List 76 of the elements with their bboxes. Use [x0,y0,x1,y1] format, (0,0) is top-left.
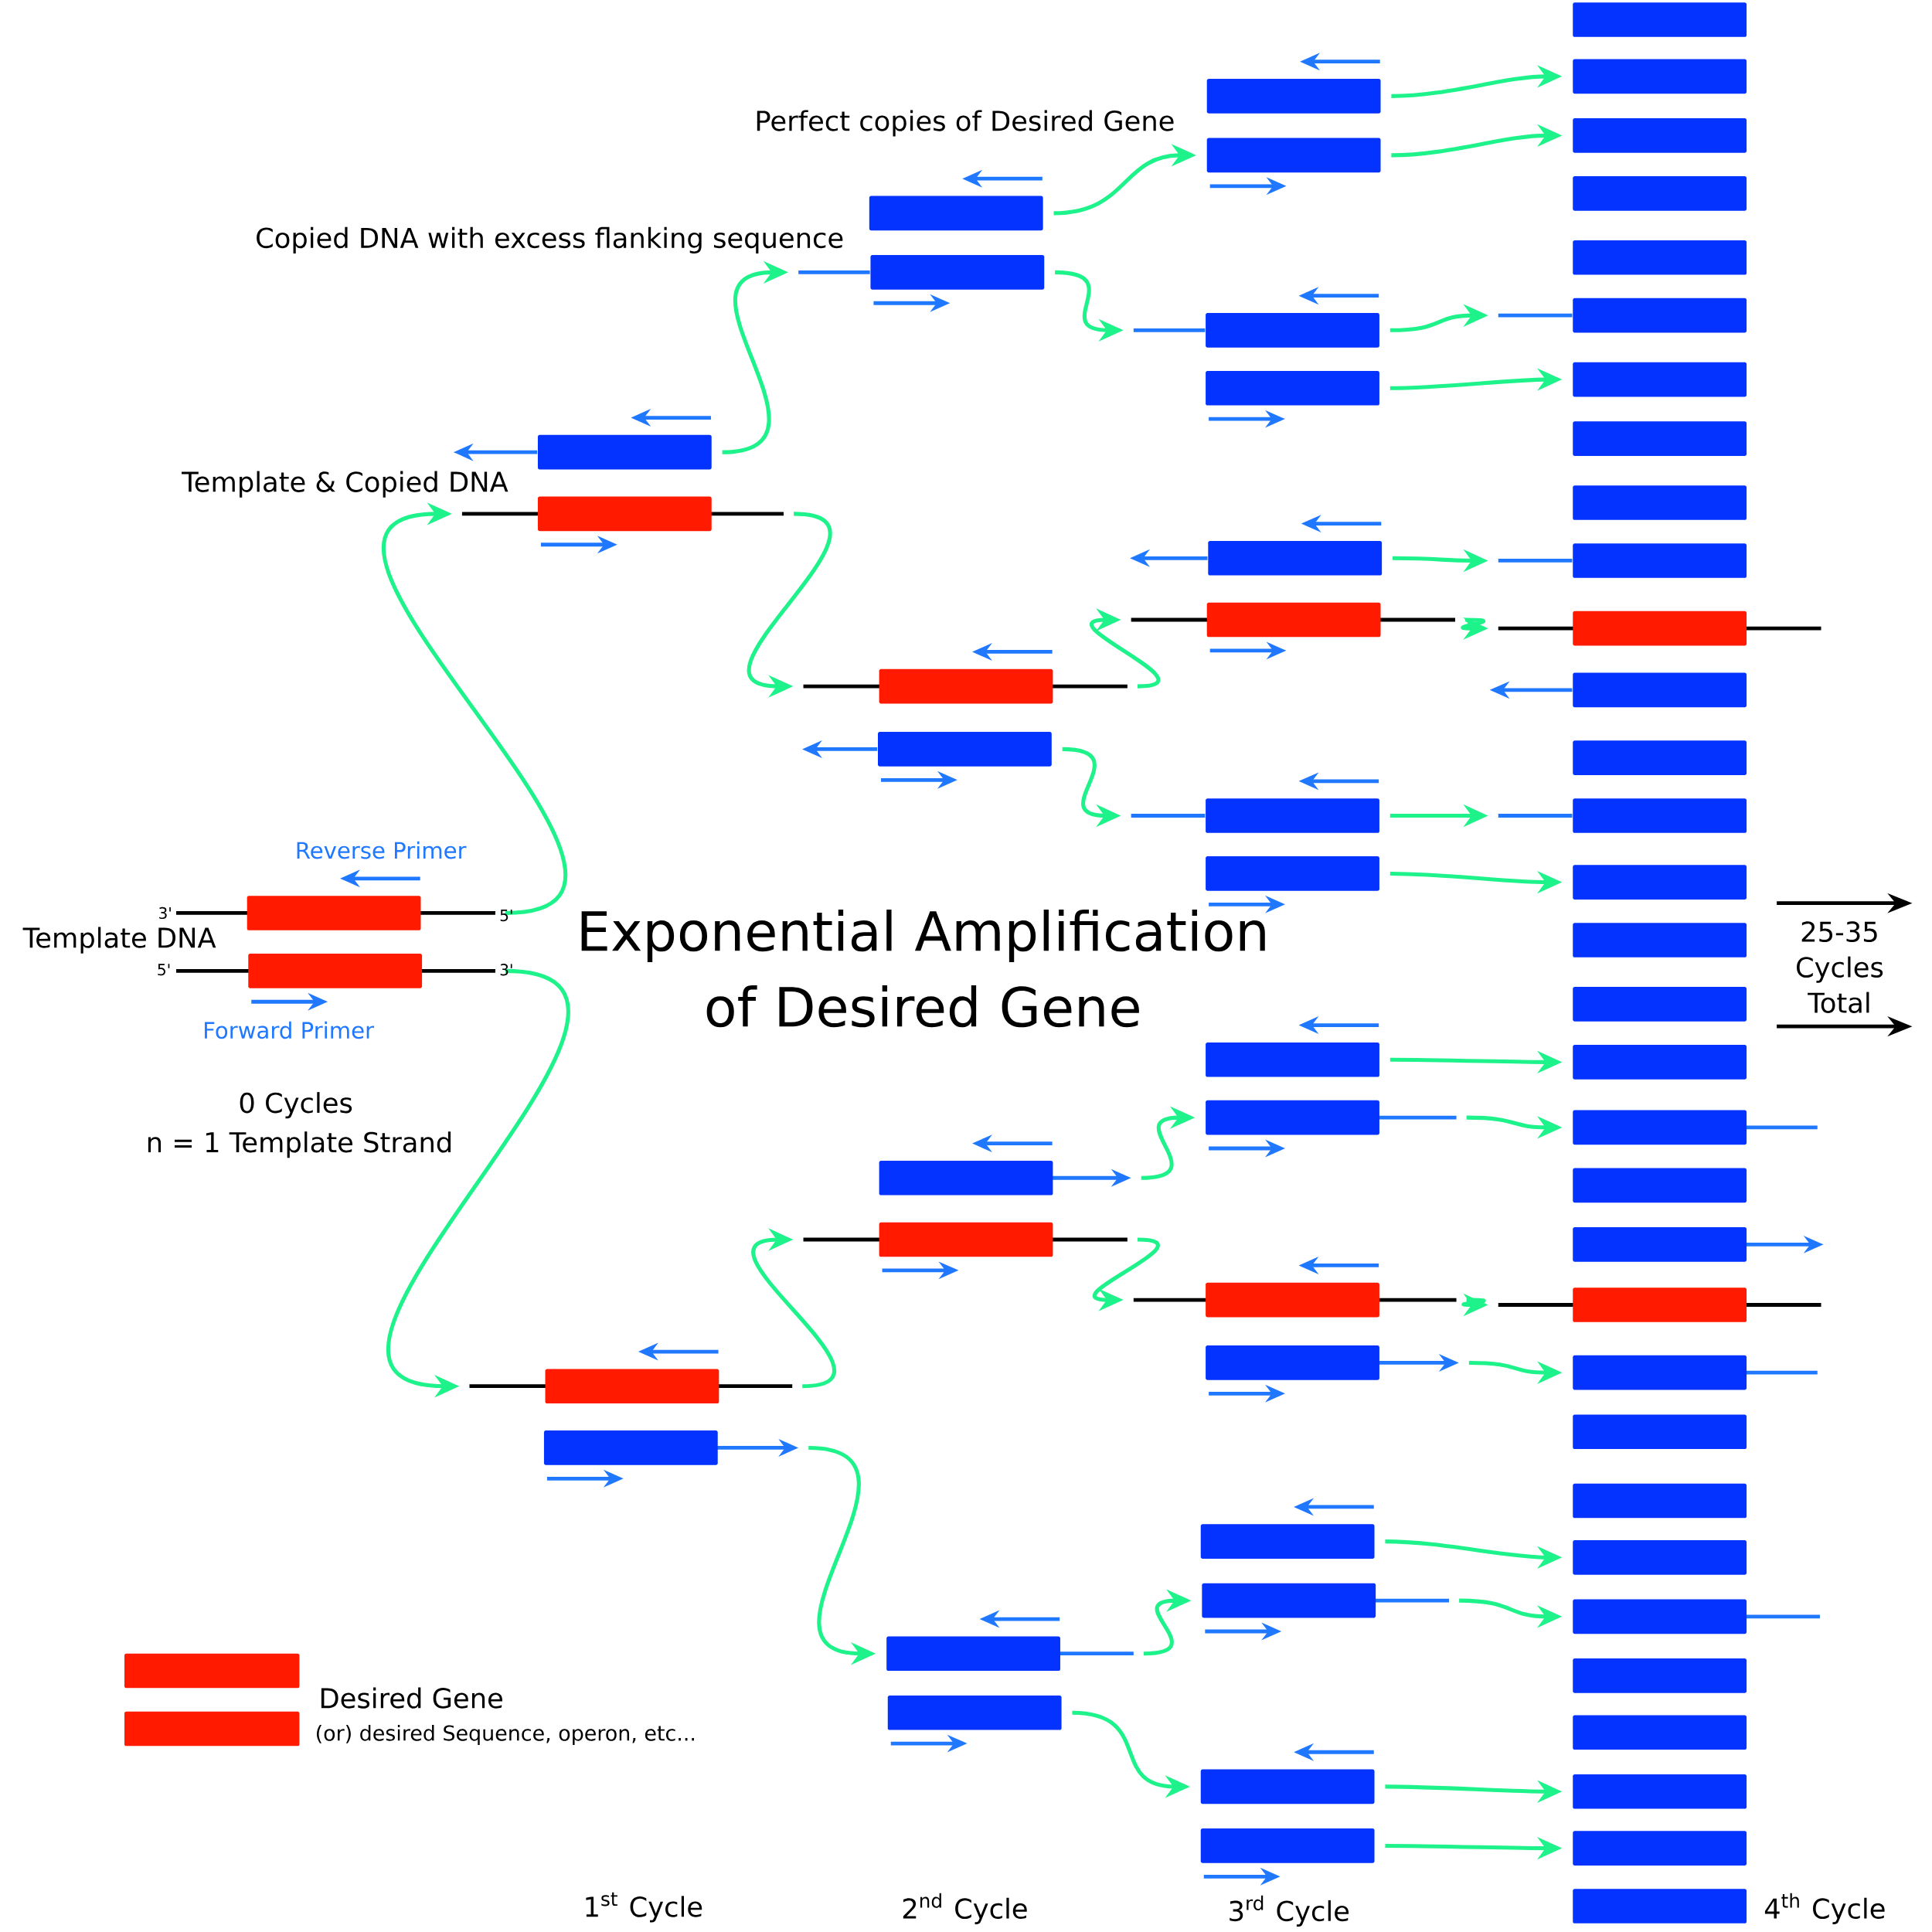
primer-label: Forward Primer [205,1021,374,1039]
dna-strand [1573,1168,1747,1203]
legend-label: (or) desired Sequence, operon, etc... [316,1724,695,1745]
dna-strand [1133,1282,1457,1318]
dna-strand [1200,1769,1375,1804]
label: Copied DNA with excess flanking sequence [257,226,843,254]
dna-strand [1498,798,1747,833]
legend-label: Desired Gene [321,1687,502,1709]
primer-label: Reverse Primer [297,841,467,859]
dna-strand [1573,1599,1820,1634]
dna-strand [1202,1583,1449,1618]
dna-strand [886,1636,1134,1671]
label: Template DNA [22,927,216,954]
dna-strand [887,1695,1062,1730]
arrow [1090,608,1160,689]
dna-strand [1573,1540,1747,1575]
label: 4$^{th}$ Cycle [1764,1893,1885,1924]
end-label: 5' [500,910,512,922]
dna-strand [1206,1042,1379,1077]
dna-strand [1498,611,1821,646]
dna-strand [469,1369,793,1404]
dna-strand [1573,1715,1747,1750]
end-label: 3' [500,964,512,976]
dna-strand [1573,176,1747,211]
arrow [751,1228,836,1389]
label: n = 1 Template Strand [148,1131,451,1158]
dna-strand [1131,602,1455,638]
dna-strand [1573,1483,1747,1519]
label: 2$^{nd}$ Cycle [903,1893,1027,1924]
dna-strand [803,668,1128,704]
label: 0 Cycles [240,1092,352,1119]
dna-strand [1206,856,1379,891]
dna-strand [1200,1524,1375,1559]
dna-strand [1498,1287,1821,1322]
dna-strand [1206,1100,1457,1135]
dna-strand [1498,543,1747,578]
dna-strand [176,954,495,988]
label: 25-35 Cycles Total [1797,921,1883,1013]
dna-strand [1573,2,1747,37]
dna-strand [1573,987,1747,1022]
dna-strand [1573,740,1747,775]
dna-strand [1573,1414,1747,1449]
dna-strand [1573,923,1747,957]
label: Perfect copies of Desired Gene [757,110,1174,137]
dna-strand [1206,370,1379,406]
dna-strand [1206,79,1381,114]
arrow [382,502,567,915]
dna-strand [1573,421,1747,456]
dna-strand [1573,1889,1747,1923]
dna-strand [1573,865,1747,900]
dna-strand [798,255,1045,290]
dna-strand [1573,1045,1747,1080]
dna-strand [1131,798,1379,833]
dna-strand [1573,240,1747,275]
end-label: 5' [158,964,170,976]
dna-strand [1573,118,1747,153]
dna-strand [1200,1828,1375,1863]
label: Template & Copied DNA [182,471,509,498]
dna-strand [803,1222,1128,1257]
dna-strand [869,196,1043,231]
dna-strand [1573,1355,1818,1390]
dna-strand [1573,1831,1747,1866]
title: Exponential Amplification of Desired Gene [581,910,1265,1028]
label: 3$^{rd}$ Cycle [1230,1895,1349,1927]
dna-strand [1573,1774,1747,1809]
dna-strand [1133,313,1379,348]
end-label: 3' [159,906,171,920]
dna-strand [1498,298,1747,333]
dna-strand [1573,485,1747,520]
label: 1$^{st}$ Cycle [586,1892,702,1923]
dna-strand [1206,138,1381,173]
dna-strand [1573,59,1747,94]
dna-strand [1573,362,1747,397]
dna-strand [461,496,784,532]
dna-strand [1573,1658,1747,1693]
dna-strand [1573,1110,1818,1145]
